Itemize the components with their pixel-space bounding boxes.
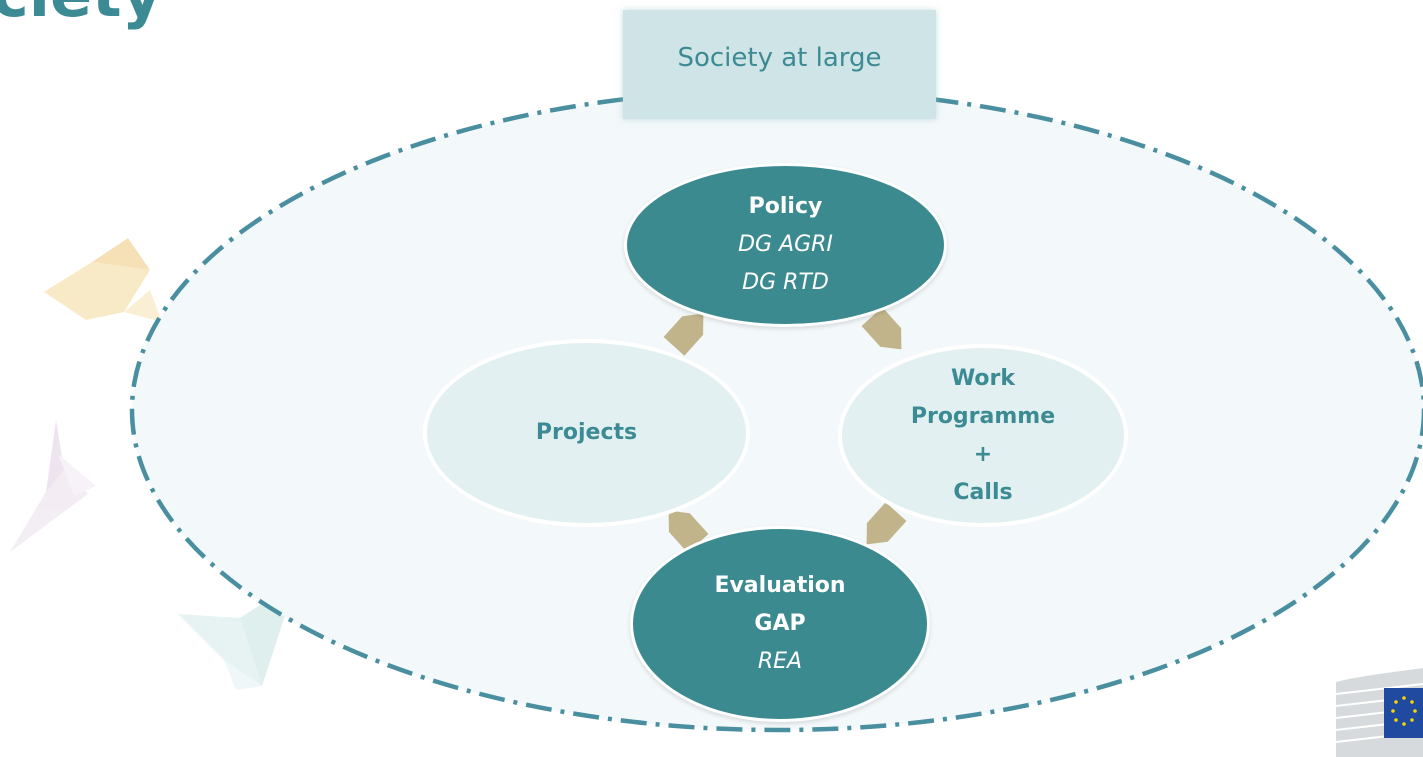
origami-bird-yellow-icon bbox=[44, 238, 162, 322]
policy-title: Policy bbox=[748, 194, 823, 219]
workprog-line-3: + bbox=[973, 441, 993, 467]
evaluation-title: Evaluation bbox=[714, 573, 846, 598]
evaluation-rea: REA bbox=[757, 649, 803, 674]
workprog-line-1: Work bbox=[950, 365, 1016, 391]
evaluation-node: Evaluation GAP REA bbox=[630, 526, 930, 722]
policy-line-dg-rtd: DG RTD bbox=[742, 270, 829, 295]
eu-commission-logo-icon bbox=[1335, 668, 1423, 757]
evaluation-gap: GAP bbox=[754, 611, 806, 636]
workprog-line-2: Programme bbox=[910, 403, 1056, 429]
policy-node: Policy DG AGRI DG RTD bbox=[624, 163, 947, 327]
origami-bird-pink-icon bbox=[10, 420, 96, 552]
arrow-projects-to-policy bbox=[663, 313, 704, 356]
policy-line-dg-agri: DG AGRI bbox=[738, 232, 833, 257]
arrow-policy-to-workprog bbox=[861, 307, 902, 350]
projects-title: Projects bbox=[535, 420, 638, 445]
slide-title-fragment: ciety bbox=[0, 0, 162, 26]
arrow-workprog-to-evaluation bbox=[866, 502, 907, 545]
society-at-large-label: Society at large bbox=[677, 42, 882, 73]
work-programme-node: Work Programme + Calls bbox=[838, 344, 1128, 527]
projects-node: Projects bbox=[423, 339, 750, 527]
society-at-large-box: Society at large bbox=[623, 10, 936, 119]
workprog-line-4: Calls bbox=[953, 479, 1013, 505]
